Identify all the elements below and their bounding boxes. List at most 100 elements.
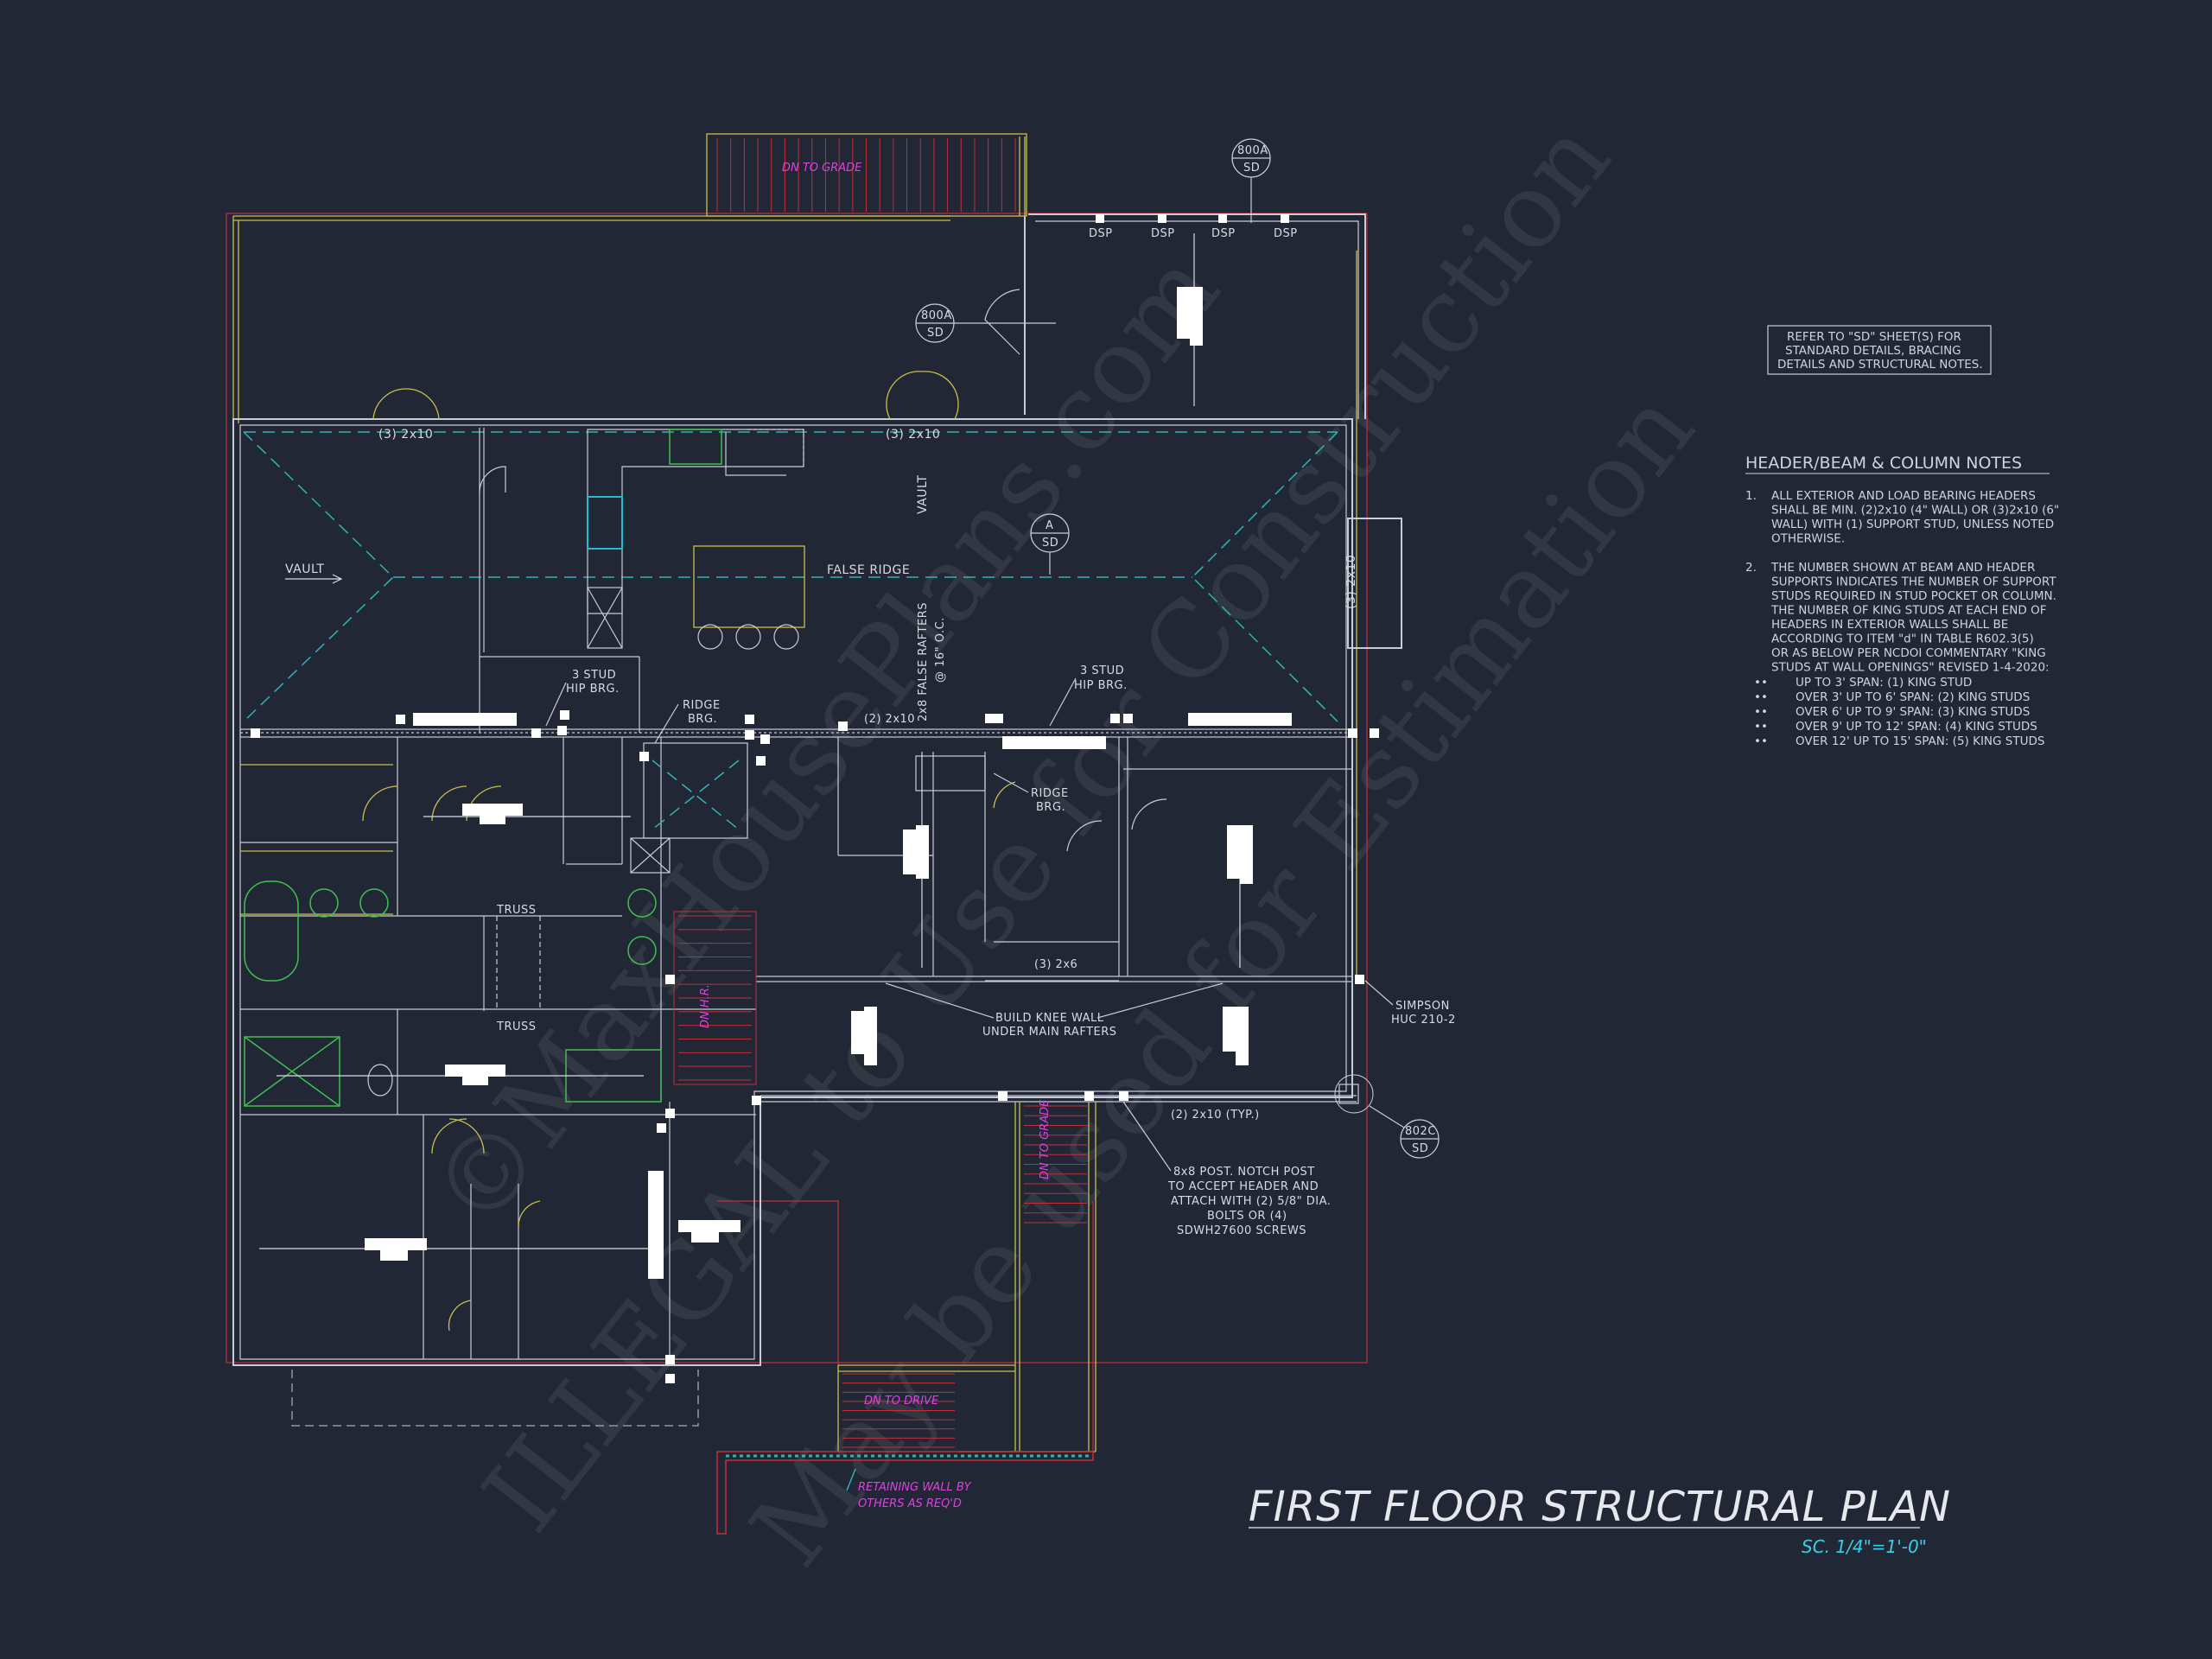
- bath-fixtures: [244, 880, 662, 1107]
- header-right-vert-label: (3) 2x10: [1344, 555, 1358, 609]
- post-note-3: ATTACH WITH (2) 5/8" DIA.: [1171, 1195, 1331, 1208]
- bullet-item-1: UP TO 3' SPAN: (1) KING STUD: [1796, 676, 1972, 690]
- post-marker: [665, 1109, 675, 1118]
- header-left-label: (3) 2x10: [378, 428, 433, 442]
- dsp-label-4: DSP: [1274, 227, 1298, 240]
- section-callouts: 800A SD 800A SD A SD 802C SD: [915, 138, 1440, 1159]
- callout-a: A SD: [1030, 513, 1070, 575]
- post-marker: [531, 728, 541, 738]
- top-stair: DN TO GRADE: [706, 133, 1027, 217]
- retaining-wall-label-1: RETAINING WALL BY: [858, 1481, 972, 1494]
- title-text: FIRST FLOOR STRUCTURAL PLAN: [1249, 1483, 1951, 1531]
- post-note-2: TO ACCEPT HEADER AND: [1167, 1180, 1319, 1193]
- bullet-marker: ••: [1754, 690, 1768, 704]
- dn-hr-label: DN H.R.: [699, 984, 712, 1028]
- dsp-label-1: DSP: [1089, 227, 1113, 240]
- callout-802c-num: 802C: [1405, 1125, 1436, 1138]
- bullet-marker: ••: [1754, 720, 1768, 734]
- post-note-5: SDWH27600 SCREWS: [1177, 1224, 1306, 1237]
- post-note-4: BOLTS OR (4): [1207, 1210, 1287, 1223]
- ridge-brg-1a: RIDGE: [683, 699, 721, 712]
- post-marker: [1123, 714, 1133, 723]
- property-lines: [226, 213, 1368, 1452]
- post-marker: [557, 726, 567, 735]
- drawing-title: FIRST FLOOR STRUCTURAL PLAN SC. 1/4"=1'-…: [1249, 1483, 1951, 1557]
- post-marker: [752, 1096, 761, 1105]
- header-mid-label: (3) 2x10: [886, 428, 940, 442]
- callout-800a-left-sheet: SD: [927, 327, 944, 340]
- post-marker: [745, 715, 754, 724]
- dn-to-grade-top-label: DN TO GRADE: [782, 162, 862, 175]
- dsp-label-2: DSP: [1151, 227, 1175, 240]
- note2-line-4: THE NUMBER OF KING STUDS AT EACH END OF: [1770, 604, 2046, 618]
- title-scale: SC. 1/4"=1'-0": [1802, 1536, 1927, 1557]
- dn-to-grade-right-label: DN TO GRADE: [1039, 1099, 1052, 1179]
- rafters-label-2: @ 16" O.C.: [934, 617, 947, 683]
- header-beam-notes: HEADER/BEAM & COLUMN NOTES 1. ALL EXTERI…: [1745, 454, 2059, 748]
- note2-num: 2.: [1745, 561, 1757, 575]
- post-marker: [665, 1374, 675, 1383]
- reference-line-1: REFER TO "SD" SHEET(S) FOR: [1787, 330, 1961, 344]
- post-marker: [396, 715, 405, 724]
- post-marker: [1370, 728, 1379, 738]
- post-marker: [560, 710, 569, 720]
- truss-label-2: TRUSS: [496, 1020, 537, 1033]
- note1-line-3: WALL) WITH (1) SUPPORT STUD, UNLESS NOTE…: [1771, 518, 2054, 531]
- post-marker: [657, 1123, 666, 1133]
- dsp-label-3: DSP: [1211, 227, 1236, 240]
- callout-802c-sheet: SD: [1412, 1142, 1428, 1155]
- post-marker: [985, 714, 995, 723]
- stud-hip-2b: HIP BRG.: [1074, 679, 1128, 692]
- note1-num: 1.: [1745, 489, 1757, 503]
- note2-line-6: ACCORDING TO ITEM "d" IN TABLE R602.3(5): [1771, 632, 2034, 646]
- stair-core: DN H.R.: [630, 742, 757, 1085]
- header-2x10-label: (2) 2x10: [864, 713, 915, 726]
- plan-labels: (3) 2x10 (3) 2x10 (3) 2x10 VAULT VAULT F…: [285, 428, 1455, 1237]
- stud-hip-1a: 3 STUD: [572, 669, 616, 682]
- post-marker: [745, 730, 754, 740]
- interior-walls-left: [240, 428, 756, 1361]
- reference-line-3: DETAILS AND STRUCTURAL NOTES.: [1777, 358, 1983, 372]
- knee-wall-1: BUILD KNEE WALL: [995, 1012, 1104, 1025]
- ridge-brg-1b: BRG.: [688, 713, 717, 726]
- callout-800a-left: 800A SD: [915, 303, 1056, 343]
- porch-stairs: DN TO GRADE DN TO DRIVE: [842, 1099, 1087, 1448]
- beams: [365, 287, 1292, 1279]
- simpson-1: SIMPSON: [1395, 1000, 1450, 1013]
- rear-deck: [232, 137, 1026, 423]
- callout-a-num: A: [1046, 519, 1053, 532]
- bullet-marker: ••: [1754, 676, 1768, 690]
- post-marker: [251, 728, 260, 738]
- post-marker: [760, 734, 770, 744]
- callout-800a-top-num: 800A: [1237, 144, 1268, 157]
- retaining-wall-label-2: OTHERS AS REQ'D: [858, 1497, 962, 1510]
- vault-lines: [243, 431, 1338, 722]
- dsp-labels: DSP DSP DSP DSP: [1089, 214, 1298, 240]
- callout-a-sheet: SD: [1042, 537, 1058, 550]
- interior-walls-right: [756, 737, 1352, 982]
- note2-line-2: SUPPORTS INDICATES THE NUMBER OF SUPPORT: [1771, 575, 2056, 589]
- post-marker: [1348, 728, 1357, 738]
- bullet-item-4: OVER 9' UP TO 12' SPAN: (4) KING STUDS: [1796, 720, 2037, 734]
- bullet-item-5: OVER 12' UP TO 15' SPAN: (5) KING STUDS: [1796, 734, 2044, 748]
- note2-line-1: THE NUMBER SHOWN AT BEAM AND HEADER: [1770, 561, 2035, 575]
- bullet-marker: ••: [1754, 734, 1768, 748]
- note1-line-4: OTHERWISE.: [1771, 532, 1845, 546]
- reference-line-2: STANDARD DETAILS, BRACING: [1785, 344, 1961, 358]
- bullet-marker: ••: [1754, 705, 1768, 719]
- header-2x6-label: (3) 2x6: [1034, 958, 1077, 971]
- callout-800a-left-num: 800A: [921, 309, 952, 322]
- post-marker: [998, 1091, 1007, 1101]
- watermark-line-2: ILLEGAL to Use for Construction: [461, 99, 1633, 1554]
- door-swings: [362, 289, 1167, 1332]
- note1-line-2: SHALL BE MIN. (2)2x10 (4" WALL) OR (3)2x…: [1771, 504, 2059, 518]
- posts: [251, 710, 1379, 1383]
- post-marker: [639, 752, 649, 761]
- dn-to-drive-label: DN TO DRIVE: [864, 1395, 939, 1408]
- bullet-item-3: OVER 6' UP TO 9' SPAN: (3) KING STUDS: [1796, 705, 2030, 719]
- post-marker: [756, 756, 766, 766]
- kitchen: [587, 429, 805, 650]
- note2-line-8: STUDS AT WALL OPENINGS" REVISED 1-4-2020…: [1771, 661, 2050, 675]
- post-marker: [838, 721, 848, 731]
